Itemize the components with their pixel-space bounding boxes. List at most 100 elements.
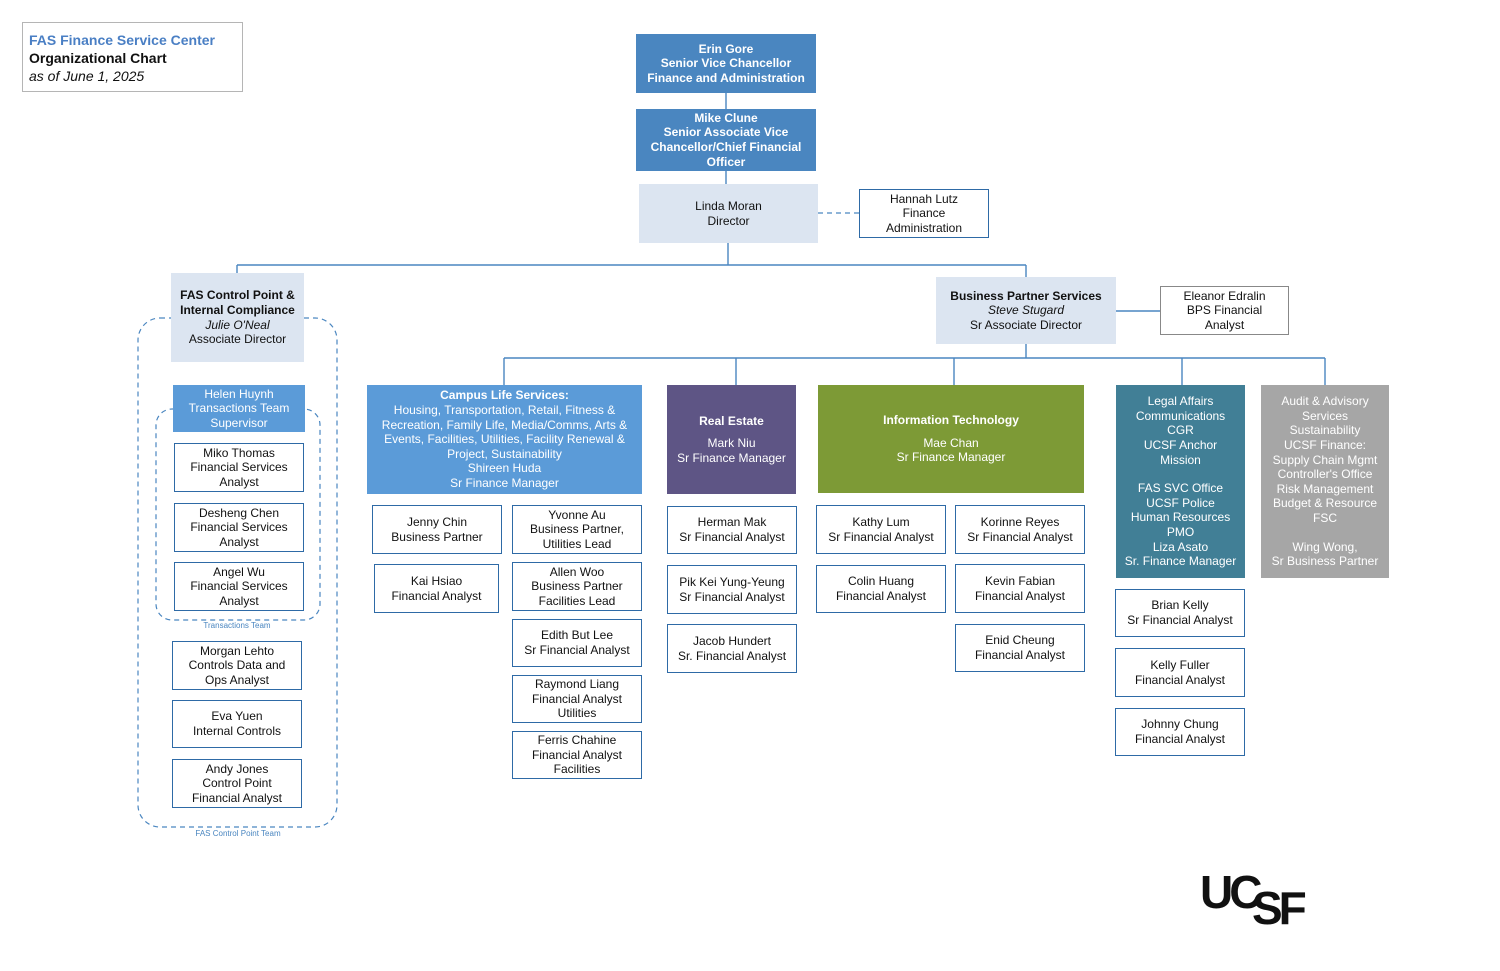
node-colin-huang: Colin Huang Financial Analyst — [816, 565, 946, 613]
svg-text:SF: SF — [1252, 882, 1306, 932]
node-role: Sr Financial Analyst — [524, 643, 630, 657]
node-desheng-chen: Desheng Chen Financial Services Analyst — [174, 503, 304, 552]
node-desc: Controller's Office — [1277, 467, 1373, 482]
node-role: Sr Financial Analyst — [828, 529, 934, 544]
node-desc: Events, Facilities, Utilities, Facility … — [384, 432, 625, 447]
node-legal-affairs: Legal Affairs Communications CGR UCSF An… — [1116, 385, 1245, 578]
node-role: Sr Finance Manager — [677, 450, 786, 465]
node-role: Utilities — [557, 706, 597, 721]
node-eva-yuen: Eva Yuen Internal Controls — [172, 700, 302, 748]
node-role: Financial Analyst — [531, 691, 623, 706]
node-name: Mark Niu — [707, 436, 756, 451]
node-role: Internal Controls — [192, 724, 282, 738]
node-role: Financial Analyst — [1134, 672, 1226, 687]
node-mike-clune: Mike Clune Senior Associate Vice Chancel… — [636, 109, 816, 171]
node-desc: Legal Affairs — [1147, 394, 1214, 409]
node-name: Hannah Lutz — [889, 191, 959, 206]
transactions-team-label: Transactions Team — [203, 621, 271, 630]
node-name: Eva Yuen — [211, 709, 263, 724]
node-name: Miko Thomas — [203, 445, 275, 460]
node-role: Sr. Finance Manager — [1124, 554, 1237, 569]
node-name: Brian Kelly — [1151, 598, 1209, 613]
node-name: Yvonne Au — [548, 507, 606, 522]
node-real-estate: Real Estate Mark Niu Sr Finance Manager — [667, 385, 796, 494]
node-desc: Mission — [1160, 452, 1201, 467]
node-role: Financial Services — [190, 460, 288, 475]
node-andy-jones: Andy Jones Control Point Financial Analy… — [172, 759, 302, 808]
node-name: Shireen Huda — [467, 461, 542, 476]
node-desc: Sustainability — [1289, 423, 1361, 438]
node-dept: FAS Control Point & — [180, 288, 295, 303]
node-name: Angel Wu — [213, 564, 265, 579]
node-role: Analyst — [1204, 317, 1245, 332]
node-role: Ops Analyst — [204, 672, 270, 687]
node-name: Colin Huang — [847, 574, 915, 589]
node-allen-woo: Allen Woo Business Partner Facilities Le… — [512, 562, 642, 611]
node-name: Liza Asato — [1152, 539, 1209, 554]
node-role: Administration — [885, 220, 963, 235]
node-kevin-fabian: Kevin Fabian Financial Analyst — [955, 564, 1085, 613]
node-role: Senior Vice Chancellor — [660, 56, 792, 71]
node-name: Steve Stugard — [987, 303, 1065, 318]
node-dept: Internal Compliance — [180, 302, 295, 317]
node-role: Financial Analyst — [391, 588, 482, 603]
svg-text:UC: UC — [1200, 866, 1261, 918]
node-role: Analyst — [219, 534, 259, 549]
node-jacob-hundert: Jacob Hundert Sr. Financial Analyst — [667, 624, 797, 673]
node-name: Kelly Fuller — [1150, 657, 1210, 672]
node-role: Director — [707, 213, 750, 228]
node-role: Financial Analyst — [191, 790, 283, 805]
node-desc: Recreation, Family Life, Media/Comms, Ar… — [381, 417, 628, 432]
node-johnny-chung: Johnny Chung Financial Analyst — [1115, 708, 1245, 756]
node-role: Sr Finance Manager — [450, 475, 559, 490]
node-dept: Information Technology — [883, 413, 1019, 428]
node-desc: UCSF Police — [1146, 495, 1215, 510]
node-desc: Services — [1301, 408, 1348, 423]
node-herman-mak: Herman Mak Sr Financial Analyst — [667, 506, 797, 554]
node-role: Senior Associate Vice — [663, 125, 789, 140]
node-role: Business Partner — [531, 579, 623, 594]
node-raymond-liang: Raymond Liang Financial Analyst Utilitie… — [512, 675, 642, 723]
node-role: Business Partner — [391, 529, 483, 544]
node-desc: PMO — [1166, 524, 1195, 539]
node-eleanor-edralin: Eleanor Edralin BPS Financial Analyst — [1160, 286, 1289, 335]
node-desc: FAS SVC Office — [1137, 481, 1224, 496]
node-name: Herman Mak — [697, 515, 767, 530]
node-dept: Business Partner Services — [950, 288, 1102, 303]
node-role: Sr Financial Analyst — [679, 589, 785, 604]
node-desc: UCSF Finance: — [1283, 438, 1367, 453]
node-helen-huynh: Helen Huynh Transactions Team Supervisor — [173, 385, 305, 432]
node-audit-advisory: Audit & Advisory Services Sustainability… — [1261, 385, 1389, 578]
node-role: Financial Analyst — [974, 588, 1066, 603]
node-desc: UCSF Anchor — [1143, 438, 1218, 453]
node-name: Kai Hsiao — [410, 573, 463, 588]
node-role: Sr Financial Analyst — [1127, 613, 1233, 627]
node-role: Finance and Administration — [647, 70, 805, 85]
node-kai-hsiao: Kai Hsiao Financial Analyst — [374, 564, 499, 613]
node-role: Sr Associate Director — [969, 317, 1083, 332]
node-role: Business Partner, — [529, 522, 625, 537]
node-name: Mike Clune — [694, 110, 758, 125]
node-ferris-chahine: Ferris Chahine Financial Analyst Facilit… — [512, 731, 642, 779]
node-kelly-fuller: Kelly Fuller Financial Analyst — [1115, 648, 1245, 697]
node-campus-life: Campus Life Services: Housing, Transport… — [367, 385, 642, 494]
node-name: Kathy Lum — [852, 514, 910, 529]
node-role: Financial Analyst — [974, 648, 1066, 662]
node-role: Finance — [902, 206, 946, 221]
node-linda-moran: Linda Moran Director — [639, 184, 818, 243]
node-pik-kei-yung-yeung: Pik Kei Yung-Yeung Sr Financial Analyst — [667, 565, 797, 614]
node-desc: Communications — [1135, 408, 1226, 423]
node-role: Analyst — [219, 474, 259, 489]
control-team-outline — [137, 317, 338, 828]
node-role: Sr Finance Manager — [896, 450, 1006, 465]
node-erin-gore: Erin Gore Senior Vice Chancellor Finance… — [636, 34, 816, 93]
node-name: Eleanor Edralin — [1183, 288, 1266, 303]
node-role: Controls Data and — [188, 658, 286, 673]
node-role: Financial Analyst — [835, 589, 927, 603]
node-name: Ferris Chahine — [537, 733, 617, 748]
node-role: Supervisor — [210, 415, 268, 430]
chart-title: FAS Finance Service Center — [29, 32, 215, 48]
node-role: Sr Business Partner — [1271, 554, 1379, 569]
node-role: Facilities Lead — [538, 593, 616, 608]
